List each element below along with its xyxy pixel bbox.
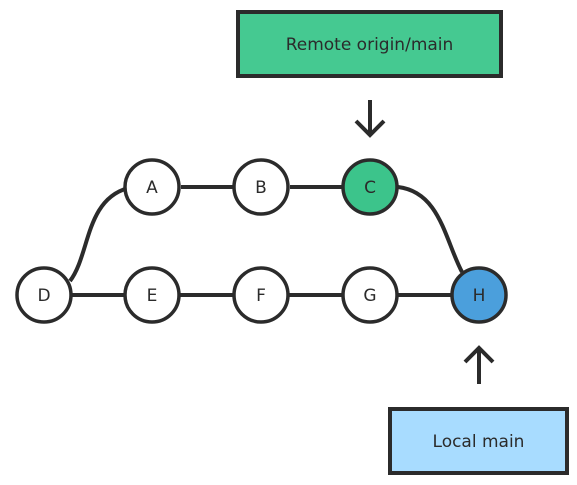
- edge-c-h: [397, 185, 464, 273]
- commit-label-g: G: [363, 286, 376, 306]
- commit-label-c: C: [364, 178, 376, 198]
- commit-node-d: D: [15, 266, 73, 324]
- arrow-down-icon: [354, 100, 386, 138]
- edges: [68, 185, 464, 297]
- commit-node-c: C: [341, 158, 399, 216]
- commit-label-e: E: [147, 286, 158, 306]
- commit-node-b: B: [232, 158, 290, 216]
- commit-label-b: B: [255, 178, 267, 198]
- remote-ref-box: Remote origin/main: [236, 10, 503, 78]
- remote-ref-label: Remote origin/main: [286, 35, 454, 55]
- commit-node-g: G: [341, 266, 399, 324]
- local-ref-label: Local main: [433, 432, 525, 452]
- commit-node-a: A: [123, 158, 181, 216]
- commit-label-a: A: [146, 178, 158, 198]
- commit-label-d: D: [37, 286, 50, 306]
- commit-node-e: E: [123, 266, 181, 324]
- arrow-up-icon: [463, 345, 495, 384]
- commit-node-h: H: [450, 266, 508, 324]
- commit-label-f: F: [256, 286, 266, 306]
- commit-node-f: F: [232, 266, 290, 324]
- edge-d-a: [68, 186, 129, 283]
- local-ref-box: Local main: [388, 407, 569, 475]
- commit-label-h: H: [473, 286, 486, 306]
